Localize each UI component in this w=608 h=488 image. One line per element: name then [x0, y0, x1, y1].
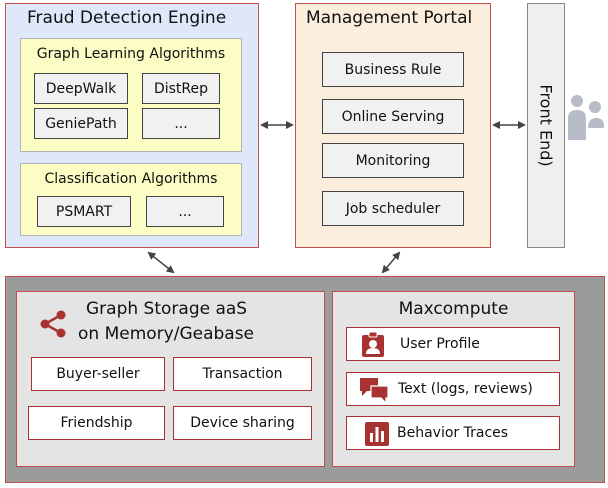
id-badge-icon — [362, 332, 384, 357]
share-icon — [40, 310, 66, 338]
algo-more: ... — [142, 108, 220, 139]
maxcompute-title: Maxcompute — [398, 299, 509, 319]
portal-job-scheduler: Job scheduler — [322, 191, 464, 226]
fraud-engine-title: Fraud Detection Engine — [27, 8, 227, 28]
management-portal-title: Management Portal — [306, 8, 473, 28]
portal-online-serving: Online Serving — [322, 99, 464, 134]
chat-icon — [360, 378, 389, 404]
graph-storage-title-line2: on Memory/Geabase — [78, 324, 255, 344]
portal-monitoring: Monitoring — [322, 143, 464, 178]
text-label: Text (logs, reviews) — [398, 381, 533, 397]
storage-device-sharing: Device sharing — [173, 406, 312, 440]
user-profile-label: User Profile — [400, 336, 480, 352]
behavior-label: Behavior Traces — [397, 425, 509, 441]
front-end-panel — [527, 3, 565, 248]
algo-deepwalk: DeepWalk — [34, 73, 128, 104]
portal-business-rule: Business Rule — [322, 52, 464, 87]
algo-psmart: PSMART — [37, 196, 131, 227]
storage-transaction: Transaction — [173, 357, 312, 391]
maxcompute-behavior: Behavior Traces — [346, 416, 560, 450]
users-icon — [568, 95, 604, 140]
bar-chart-icon — [365, 422, 389, 446]
graph-storage-title-line1: Graph Storage aaS — [86, 299, 248, 319]
arrow-engine-storage — [147, 251, 175, 274]
maxcompute-text: Text (logs, reviews) — [346, 372, 560, 406]
algo-geniepath: GeniePath — [34, 108, 128, 139]
graph-learning-title: Graph Learning Algorithms — [36, 46, 226, 62]
maxcompute-user-profile: User Profile — [346, 327, 560, 361]
algo-distrep: DistRep — [142, 73, 220, 104]
classification-title: Classification Algorithms — [44, 171, 218, 187]
storage-friendship: Friendship — [28, 406, 165, 440]
classification-more: ... — [146, 196, 224, 227]
storage-buyer-seller: Buyer-seller — [31, 357, 165, 391]
arrow-portal-storage — [381, 251, 401, 274]
